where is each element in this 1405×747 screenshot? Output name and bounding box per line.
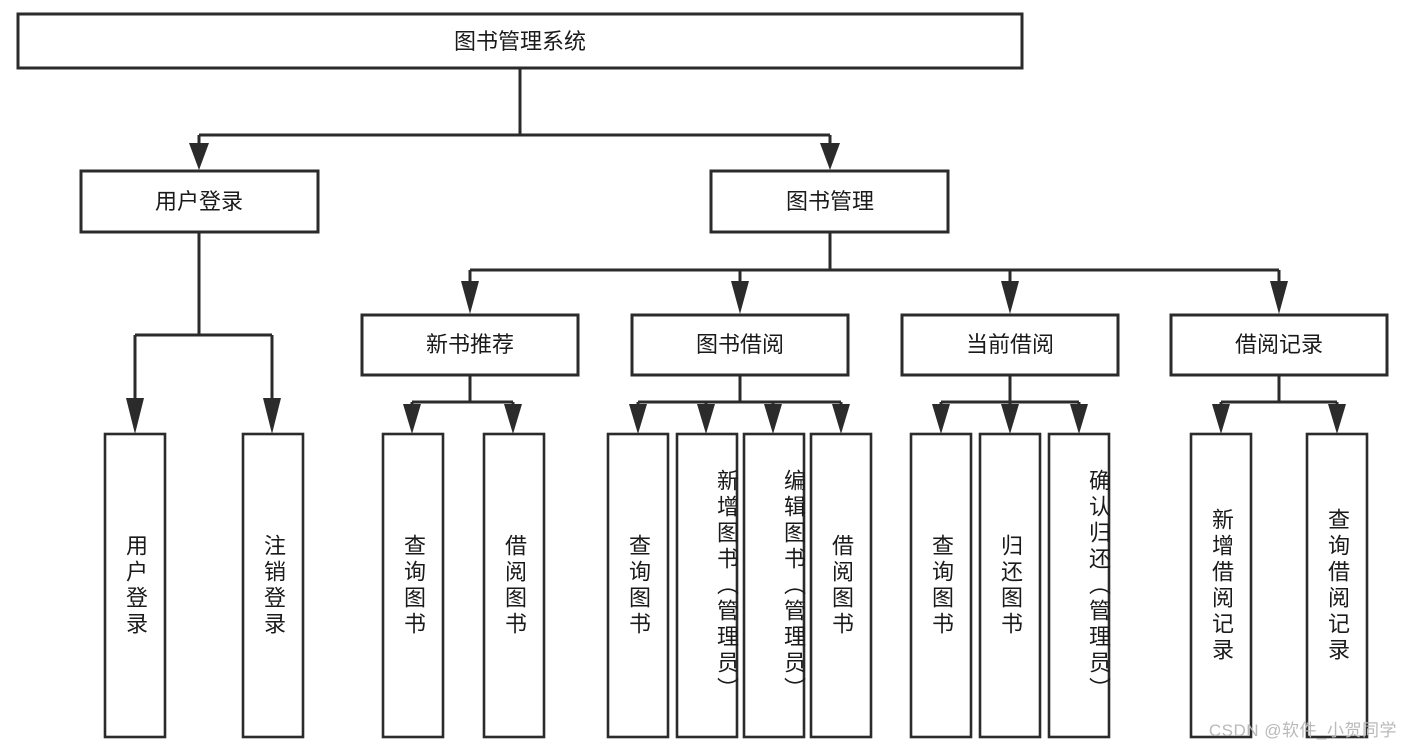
node-new-book-recommend-box[interactable] (360, 313, 580, 377)
node-root-label: 图书管理系统 (454, 29, 586, 54)
arrowhead-leaf-10 (1001, 404, 1019, 434)
arrowhead-leaf-7 (764, 404, 782, 434)
arrowhead-leaf-12 (1212, 404, 1230, 434)
leaf-box-7[interactable] (742, 432, 806, 739)
node-book-borrow[interactable]: 图书借阅 (630, 313, 850, 377)
node-book-management-box[interactable] (709, 169, 950, 234)
leaf-box-2[interactable] (241, 432, 305, 739)
node-user-login-box[interactable] (79, 169, 320, 234)
node-user-login-label: 用户登录 (155, 189, 243, 214)
leaf-box-4[interactable] (482, 432, 546, 739)
leaf-box-9[interactable] (909, 432, 973, 739)
leaf-box-1[interactable] (103, 432, 167, 739)
arrowhead-leaf-1 (126, 398, 144, 434)
node-book-management[interactable]: 图书管理 (709, 169, 950, 234)
arrowhead-to-borrow-record (1270, 281, 1288, 314)
node-borrow-record-box[interactable] (1169, 313, 1389, 377)
arrowhead-to-user-login (189, 143, 209, 170)
leaf-box-3[interactable] (381, 432, 445, 739)
node-new-book-recommend[interactable]: 新书推荐 (360, 313, 580, 377)
connector-layer (126, 68, 1346, 434)
leaf-box-5[interactable] (606, 432, 670, 739)
node-book-management-label: 图书管理 (786, 189, 874, 214)
arrowhead-leaf-2 (263, 398, 281, 434)
node-borrow-record-label: 借阅记录 (1235, 332, 1323, 357)
node-book-borrow-box[interactable] (630, 313, 850, 377)
node-root[interactable]: 图书管理系统 (16, 12, 1024, 70)
leaf-box-6[interactable] (675, 432, 739, 739)
node-book-borrow-label: 图书借阅 (696, 332, 784, 357)
node-current-borrow[interactable]: 当前借阅 (900, 313, 1120, 377)
arrowhead-leaf-5 (629, 404, 647, 434)
node-current-borrow-label: 当前借阅 (966, 332, 1054, 357)
arrowhead-leaf-13 (1328, 404, 1346, 434)
node-current-borrow-box[interactable] (900, 313, 1120, 377)
arrowhead-leaf-11 (1070, 404, 1088, 434)
node-borrow-record[interactable]: 借阅记录 (1169, 313, 1389, 377)
node-new-book-recommend-label: 新书推荐 (426, 332, 514, 357)
arrowhead-to-new-book (461, 281, 479, 314)
arrowhead-leaf-9 (932, 404, 950, 434)
node-user-login[interactable]: 用户登录 (79, 169, 320, 234)
arrowhead-leaf-6 (697, 404, 715, 434)
leaf-box-13[interactable] (1305, 432, 1369, 739)
arrowhead-leaf-3 (403, 404, 421, 434)
watermark-text: CSDN @软件_小贺同学 (1208, 721, 1397, 740)
leaf-box-8[interactable] (809, 432, 873, 739)
arrowhead-leaf-8 (832, 404, 850, 434)
leaf-box-10[interactable] (978, 432, 1042, 739)
arrowhead-to-book-mgmt (820, 143, 840, 170)
leaf-box-12[interactable] (1189, 432, 1253, 739)
node-root-box[interactable] (16, 12, 1024, 70)
arrowhead-leaf-4 (504, 404, 522, 434)
arrowhead-to-borrow (731, 281, 749, 314)
leaf-box-11[interactable] (1047, 432, 1111, 739)
arrowhead-to-current-borrow (1001, 281, 1019, 314)
